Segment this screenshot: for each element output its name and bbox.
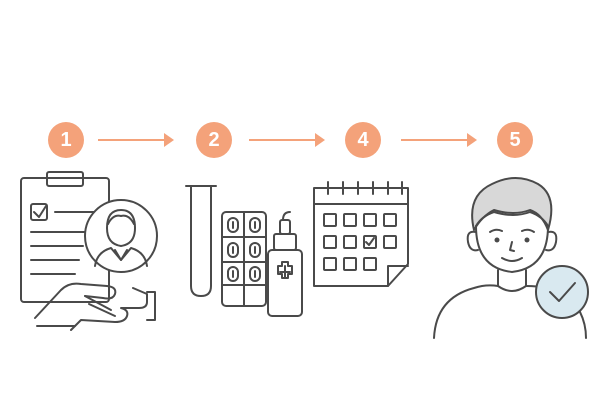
calendar-icon [313, 181, 409, 287]
step-2-badge: 2 [196, 122, 232, 158]
arrow-icon [249, 133, 325, 147]
step-1-badge: 1 [48, 122, 84, 158]
step-5-badge: 5 [497, 122, 533, 158]
arrow-icon [98, 133, 174, 147]
test-tube-medicine-icon [185, 185, 303, 317]
step-4-badge: 4 [345, 122, 381, 158]
clipboard-handshake-icon [20, 171, 158, 331]
person-check-icon [433, 177, 589, 339]
arrow-icon [401, 133, 477, 147]
